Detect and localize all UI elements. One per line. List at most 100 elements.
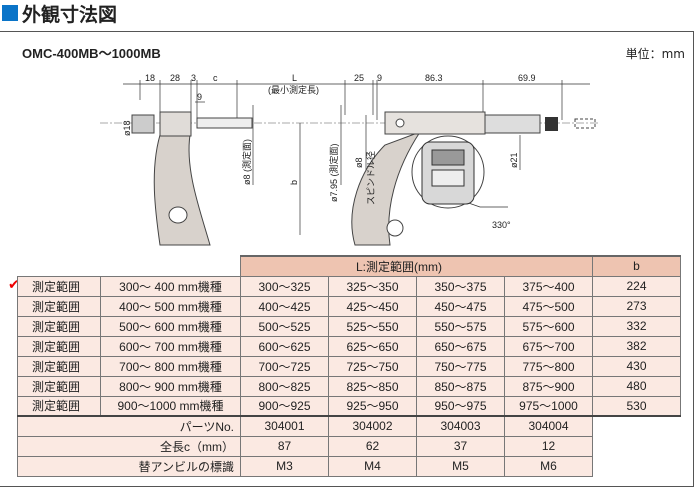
dim-phi8-face: ø8 (測定面): [241, 139, 252, 185]
dim-25: 25: [354, 73, 364, 83]
parts-value: 304002: [328, 415, 417, 437]
dim-L: L: [292, 73, 297, 83]
row-model: 700～ 800 mm機種: [100, 355, 241, 377]
ratchet: [545, 117, 558, 131]
unit-label: 単位：mm: [625, 47, 685, 61]
row-range: 525～550: [328, 315, 417, 337]
row-range: 775～800: [504, 355, 593, 377]
anvil-value: M6: [504, 455, 593, 477]
dim-18: 18: [145, 73, 155, 83]
row-model: 600～ 700 mm機種: [100, 335, 241, 357]
row-range: 575～600: [504, 315, 593, 337]
dim-phi795: ø7.95 (測定面): [328, 143, 339, 202]
row-b: 224: [592, 275, 681, 297]
row-label: 測定範囲: [17, 335, 101, 357]
title-text: 外観寸法図: [22, 3, 118, 26]
row-label: 測定範囲: [17, 295, 101, 317]
row-range: 925～950: [328, 395, 417, 417]
title-square-icon: [2, 5, 18, 21]
row-b: 430: [592, 355, 681, 377]
row-model: 500～ 600 mm機種: [100, 315, 241, 337]
row-range: 375～400: [504, 275, 593, 297]
anvil-value: M3: [240, 455, 329, 477]
row-model: 800～ 900 mm機種: [100, 375, 241, 397]
row-label: 測定範囲: [17, 395, 101, 417]
length-value: 12: [504, 435, 593, 457]
row-range: 325～350: [328, 275, 417, 297]
row-range: 675～700: [504, 335, 593, 357]
row-label: 測定範囲: [17, 355, 101, 377]
dim-86-3: 86.3: [425, 73, 443, 83]
row-range: 400～425: [240, 295, 329, 317]
dim-phi18: ø18: [122, 120, 132, 136]
dimension-drawing: 18 28 3 c L (最小測定長) 9 25 9 86.3 69.9 330…: [100, 73, 600, 246]
row-range: 350～375: [416, 275, 505, 297]
row-b: 480: [592, 375, 681, 397]
parts-value: 304003: [416, 415, 505, 437]
length-value: 87: [240, 435, 329, 457]
dim-69-9: 69.9: [518, 73, 536, 83]
anvil-holder: [131, 114, 155, 134]
row-label: 測定範囲: [17, 275, 101, 297]
length-label: 全長c（mm）: [17, 435, 241, 457]
row-b: 382: [592, 335, 681, 357]
row-range: 425～450: [328, 295, 417, 317]
dim-phi21: ø21: [509, 152, 519, 168]
row-range: 450～475: [416, 295, 505, 317]
row-range: 300～325: [240, 275, 329, 297]
thimble: [484, 114, 541, 134]
anvil-value: M5: [416, 455, 505, 477]
dim-spindle-label: スピンドル径: [365, 151, 376, 205]
anvil-rod: [196, 117, 253, 129]
row-range: 875～900: [504, 375, 593, 397]
row-b: 273: [592, 295, 681, 317]
drawing-frame: [0, 31, 694, 487]
row-b: 530: [592, 395, 681, 417]
dim-L-note: (最小測定長): [268, 84, 319, 95]
dim-9-spindle: 9: [377, 73, 382, 83]
micrometer-frame: [131, 111, 596, 246]
row-range: 850～875: [416, 375, 505, 397]
dim-3: 3: [191, 73, 196, 83]
row-label: 測定範囲: [17, 315, 101, 337]
dim-b: b: [289, 180, 299, 185]
dim-9-anvil: 9: [197, 92, 202, 102]
row-model: 400～ 500 mm機種: [100, 295, 241, 317]
row-range: 725～750: [328, 355, 417, 377]
dim-phi8-spindle: ø8: [354, 157, 364, 168]
dim-28: 28: [170, 73, 180, 83]
row-range: 475～500: [504, 295, 593, 317]
row-model: 300～ 400 mm機種: [100, 275, 241, 297]
parts-label: パーツNo.: [17, 415, 241, 437]
row-range: 825～850: [328, 375, 417, 397]
row-label: 測定範囲: [17, 375, 101, 397]
row-range: 500～525: [240, 315, 329, 337]
row-range: 600～625: [240, 335, 329, 357]
header-L: L:測定範囲(mm): [240, 255, 593, 277]
length-value: 62: [328, 435, 417, 457]
row-range: 750～775: [416, 355, 505, 377]
check-icon: ✔: [8, 277, 20, 293]
parts-value: 304001: [240, 415, 329, 437]
row-model: 900～1000 mm機種: [100, 395, 241, 417]
row-range: 800～825: [240, 375, 329, 397]
row-range: 900～925: [240, 395, 329, 417]
dim-angle: 330°: [492, 220, 511, 230]
row-b: 332: [592, 315, 681, 337]
header-b: b: [592, 255, 681, 277]
row-range: 650～675: [416, 335, 505, 357]
anvil-value: M4: [328, 455, 417, 477]
row-range: 550～575: [416, 315, 505, 337]
row-range: 975～1000: [504, 395, 593, 417]
section-title: 外観寸法図: [2, 0, 117, 26]
